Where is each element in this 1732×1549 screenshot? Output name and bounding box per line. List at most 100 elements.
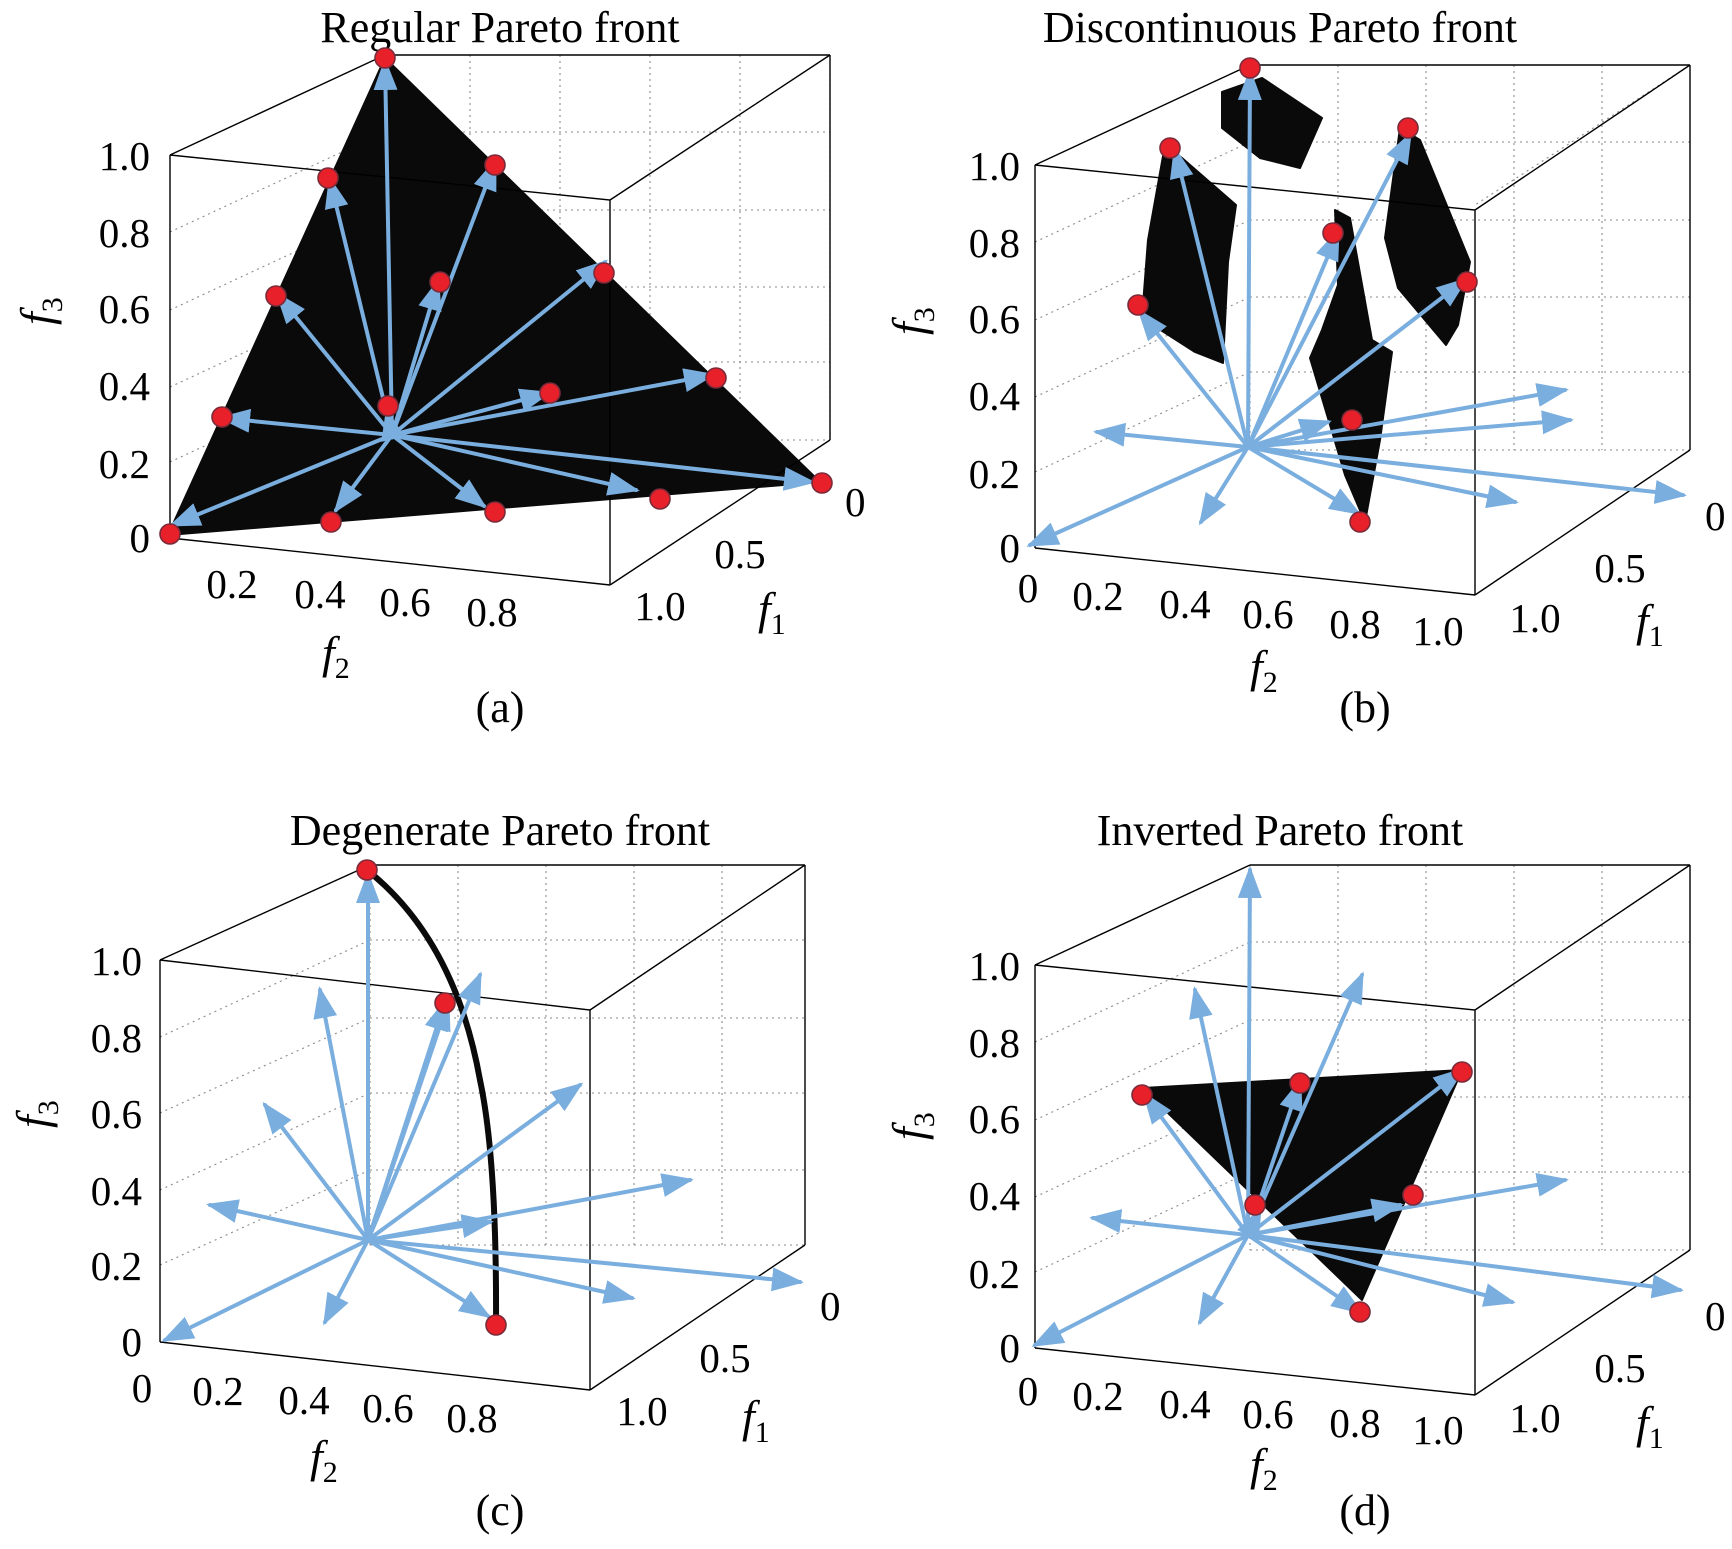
panel-a-vector	[275, 291, 394, 437]
panel-b-point	[1456, 271, 1478, 293]
panel-a-vector	[390, 158, 497, 437]
panel-c-vector	[262, 1101, 370, 1242]
panel-b-point	[1349, 511, 1371, 533]
panel-c-grid	[159, 864, 807, 1266]
panel-b-xt5: 1.0	[1412, 608, 1463, 654]
panel-b-vector	[1137, 308, 1250, 449]
panel-b-xlabel: f2	[1250, 641, 1278, 699]
panel-a-caption: (a)	[476, 683, 525, 732]
panel-a-vector	[390, 433, 640, 496]
panel-d-yt2: 1.0	[1509, 1395, 1560, 1441]
panel-d-box	[1034, 864, 1691, 1396]
panel-b-vector	[1093, 422, 1250, 449]
panel-b-patch-top	[1221, 77, 1323, 169]
panel-b-point	[1322, 222, 1344, 244]
panel-a-point	[484, 501, 506, 523]
panel-a-xt2: 0.6	[379, 579, 430, 625]
panel-b-vector	[1026, 445, 1250, 547]
panel-d-vector	[1237, 866, 1262, 1237]
panel-c-vector	[366, 971, 482, 1242]
panel-b-vector	[1246, 418, 1332, 449]
panel-a-xt0: 0.2	[206, 561, 257, 607]
panel-a-point	[539, 382, 561, 404]
panel-c-vector	[366, 1238, 636, 1304]
panel-b-zt1: 0.2	[969, 451, 1020, 497]
panel-a-yt0: 0	[845, 479, 866, 525]
panel-d-vector	[1198, 1233, 1250, 1326]
panel-d-point	[1349, 1301, 1371, 1323]
panel-a-zlabel: f3	[11, 297, 69, 325]
panel-d-xt3: 0.6	[1242, 1391, 1293, 1437]
panel-a-xt3: 0.8	[466, 589, 517, 635]
panel-b-xt2: 0.4	[1159, 581, 1210, 627]
panel-b-vector	[1246, 445, 1362, 516]
panel-a-point	[317, 167, 339, 189]
panel-b-vector	[1246, 131, 1412, 449]
panel-b-xt4: 0.8	[1329, 601, 1380, 647]
panel-b-vector	[1246, 445, 1519, 509]
panel-b-yt0: 0	[1705, 493, 1726, 539]
panel-c-zt1: 0.2	[91, 1243, 142, 1289]
panel-d-xt1: 0.2	[1072, 1373, 1123, 1419]
panel-c-yt0: 0	[820, 1283, 841, 1329]
panel-b-vector	[1246, 228, 1340, 449]
panel-d-vector	[1246, 1067, 1466, 1237]
panel-c-ticks: 0 0.2 0.4 0.6 0.8 1.0 0 0.2 0.4 0.6 0.8 …	[91, 938, 841, 1441]
panel-d-title: Inverted Pareto front	[1097, 806, 1464, 855]
panel-b-zt2: 0.4	[969, 373, 1020, 419]
panel-a-zt0: 0	[130, 515, 151, 561]
panel-a-point	[159, 523, 181, 545]
panel-c-zt2: 0.4	[91, 1168, 142, 1214]
panel-b-vector	[1246, 410, 1574, 449]
panel-a-xlabel: f2	[322, 627, 350, 685]
panel-d-caption: (d)	[1339, 1486, 1390, 1535]
panel-b-zt4: 0.8	[969, 220, 1020, 266]
panel-a-vector	[168, 433, 394, 527]
panel-a-point	[705, 367, 727, 389]
panel-c-xlabel: f2	[310, 1431, 338, 1489]
panel-a-point	[429, 271, 451, 293]
panel-a-vector	[324, 176, 394, 437]
panel-d-vector	[1189, 986, 1250, 1237]
panel-d-ticks: 0 0.2 0.4 0.6 0.8 1.0 0 0.2 0.4 0.6 0.8 …	[969, 943, 1726, 1453]
panel-a-point	[811, 472, 833, 494]
panel-b-title: Discontinuous Pareto front	[1043, 3, 1517, 52]
panel-b-vector	[1246, 383, 1569, 449]
panel-c-vectors	[161, 871, 804, 1342]
panel-c-vector	[323, 1238, 370, 1326]
panel-c-point	[356, 859, 378, 881]
panel-d-xt0: 0	[1018, 1368, 1039, 1414]
panel-a-zt5: 1.0	[99, 133, 150, 179]
panel-d-point	[1402, 1184, 1424, 1206]
panel-d-xt4: 0.8	[1329, 1400, 1380, 1446]
panel-b-vector	[1246, 277, 1469, 449]
panel-c-caption: (c)	[476, 1486, 525, 1535]
panel-c-vector	[206, 1199, 370, 1242]
panel-a-point	[593, 262, 615, 284]
panel-b-caption: (b)	[1339, 683, 1390, 732]
panel-a-vector	[333, 433, 394, 514]
panel-d-vector	[1089, 1209, 1250, 1237]
panel-d-xt2: 0.4	[1159, 1381, 1210, 1427]
panel-c-title: Degenerate Pareto front	[290, 806, 710, 855]
panel-d-zt0: 0	[1000, 1325, 1021, 1371]
panel-d-zt5: 1.0	[969, 943, 1020, 989]
panel-d-vector	[1031, 1233, 1250, 1347]
panel-b-point	[1239, 57, 1261, 79]
panel-c-vector	[366, 1238, 492, 1319]
panel-d-vector	[1246, 1233, 1364, 1315]
panel-c-yt2: 1.0	[616, 1388, 667, 1434]
panel-c-box	[159, 864, 806, 1391]
panel-c-xt1: 0.2	[192, 1368, 243, 1414]
panel-b-vector	[1198, 445, 1250, 526]
panel-b-xt0: 0	[1018, 565, 1039, 611]
panel-a-zt4: 0.8	[99, 210, 150, 256]
panel-a-zt2: 0.4	[99, 363, 150, 409]
panel-b-point	[1127, 294, 1149, 316]
panel-a-vector	[390, 259, 609, 437]
panel-d-vector	[1246, 1233, 1684, 1299]
panel-c-point	[485, 1314, 507, 1336]
panel-c-vector	[366, 1173, 694, 1242]
panel-b-ticks: 0 0.2 0.4 0.6 0.8 1.0 0 0.2 0.4 0.6 0.8 …	[969, 143, 1726, 654]
